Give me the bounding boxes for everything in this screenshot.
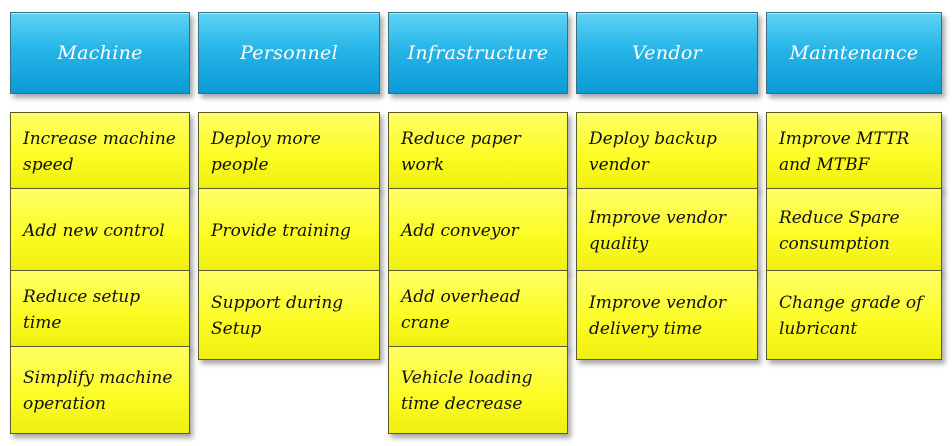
- column-header-machine: Machine: [10, 12, 190, 94]
- note-text: Add conveyor: [401, 221, 519, 241]
- note-personnel-3: Support during Setup: [198, 270, 380, 360]
- note-infrastructure-2: Add conveyor: [388, 188, 568, 272]
- note-personnel-1: Deploy more people: [198, 112, 380, 190]
- column-header-infrastructure: Infrastructure: [388, 12, 568, 94]
- note-text: Improve MTTR and MTBF: [779, 129, 910, 175]
- note-text: Simplify machine operation: [23, 368, 173, 414]
- note-maintenance-3: Change grade of lubricant: [766, 270, 942, 360]
- note-maintenance-2: Reduce Spare consumption: [766, 188, 942, 272]
- note-vendor-2: Improve vendor quality: [576, 188, 758, 272]
- note-machine-4: Simplify machine operation: [10, 346, 190, 434]
- note-text: Provide training: [211, 221, 351, 241]
- note-infrastructure-1: Reduce paper work: [388, 112, 568, 190]
- note-text: Increase machine speed: [23, 129, 176, 175]
- note-maintenance-1: Improve MTTR and MTBF: [766, 112, 942, 190]
- note-personnel-2: Provide training: [198, 188, 380, 272]
- note-vendor-1: Deploy backup vendor: [576, 112, 758, 190]
- note-text: Reduce Spare consumption: [779, 208, 900, 254]
- note-text: Improve vendor quality: [589, 208, 727, 254]
- column-header-personnel: Personnel: [198, 12, 380, 94]
- note-infrastructure-4: Vehicle loading time decrease: [388, 346, 568, 434]
- note-machine-2: Add new control: [10, 188, 190, 272]
- note-machine-3: Reduce setup time: [10, 270, 190, 348]
- note-text: Improve vendor delivery time: [589, 293, 727, 339]
- note-vendor-3: Improve vendor delivery time: [576, 270, 758, 360]
- column-header-maintenance: Maintenance: [766, 12, 942, 94]
- note-text: Support during Setup: [211, 293, 344, 339]
- note-text: Vehicle loading time decrease: [401, 368, 533, 414]
- note-text: Deploy backup vendor: [589, 129, 717, 175]
- column-header-vendor: Vendor: [576, 12, 758, 94]
- note-machine-1: Increase machine speed: [10, 112, 190, 190]
- note-text: Reduce setup time: [23, 287, 141, 333]
- note-text: Deploy more people: [211, 129, 321, 175]
- note-text: Reduce paper work: [401, 129, 521, 175]
- note-text: Change grade of lubricant: [779, 293, 923, 339]
- note-text: Add new control: [23, 221, 165, 241]
- note-infrastructure-3: Add overhead crane: [388, 270, 568, 348]
- note-text: Add overhead crane: [401, 287, 521, 333]
